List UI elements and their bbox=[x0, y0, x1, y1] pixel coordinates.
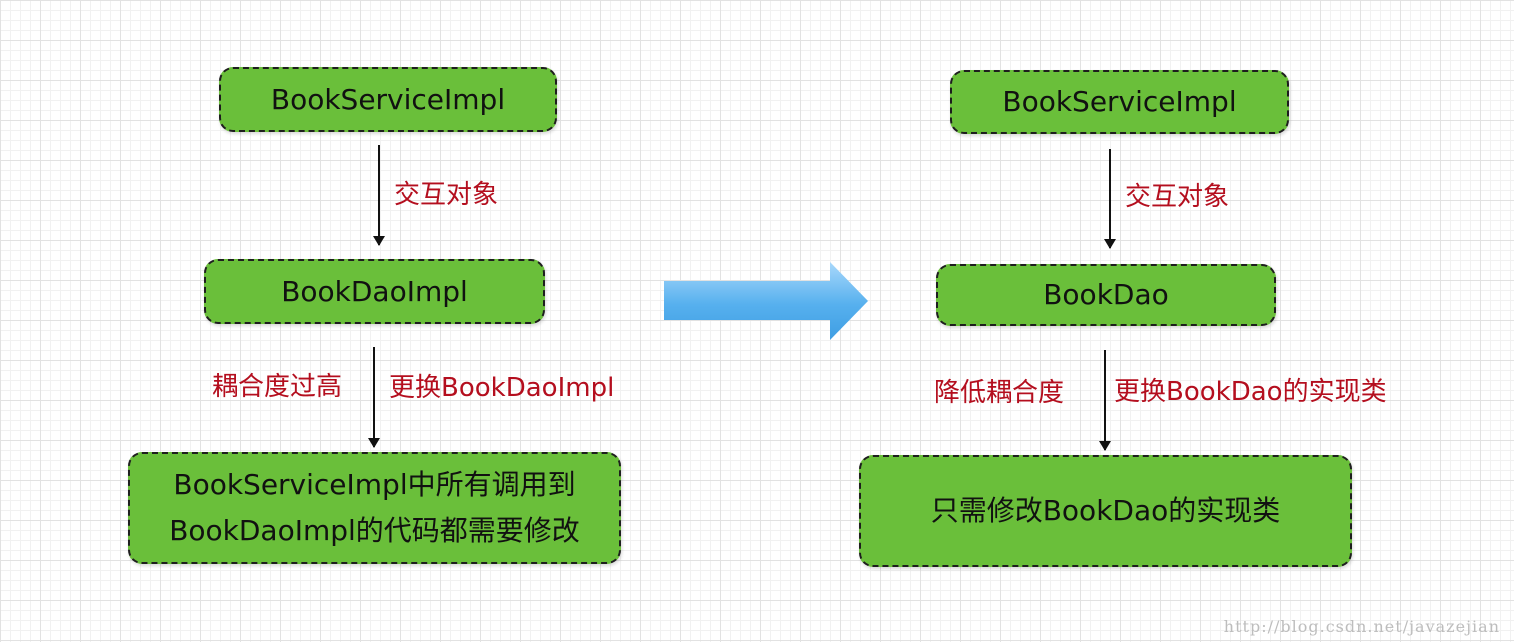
left-service-impl-box: BookServiceImpl bbox=[219, 67, 557, 132]
right-replace-label: 更换BookDao的实现类 bbox=[1114, 377, 1387, 407]
left-result-box: BookServiceImpl中所有调用到 BookDaoImpl的代码都需要修… bbox=[128, 452, 621, 564]
right-dao-box: BookDao bbox=[936, 264, 1276, 326]
right-result-text: 只需修改BookDao的实现类 bbox=[930, 494, 1281, 527]
transition-arrow bbox=[664, 262, 868, 340]
watermark: http://blog.csdn.net/javazejian bbox=[1223, 617, 1500, 636]
left-dao-impl-text: BookDaoImpl bbox=[281, 274, 468, 308]
left-dao-impl-box: BookDaoImpl bbox=[204, 259, 545, 324]
left-service-impl-text: BookServiceImpl bbox=[270, 82, 506, 116]
left-result-text: BookServiceImpl中所有调用到 BookDaoImpl的代码都需要修… bbox=[169, 468, 580, 547]
right-coupling-label: 降低耦合度 bbox=[934, 378, 1065, 408]
right-service-impl-text: BookServiceImpl bbox=[1002, 85, 1237, 118]
left-interaction-label: 交互对象 bbox=[394, 180, 499, 210]
right-result-box: 只需修改BookDao的实现类 bbox=[859, 455, 1352, 567]
left-replace-label: 更换BookDaoImpl bbox=[389, 373, 615, 403]
left-coupling-label: 耦合度过高 bbox=[212, 372, 343, 402]
right-interaction-label: 交互对象 bbox=[1125, 182, 1230, 212]
right-service-impl-box: BookServiceImpl bbox=[950, 70, 1289, 134]
right-dao-text: BookDao bbox=[1043, 278, 1169, 311]
